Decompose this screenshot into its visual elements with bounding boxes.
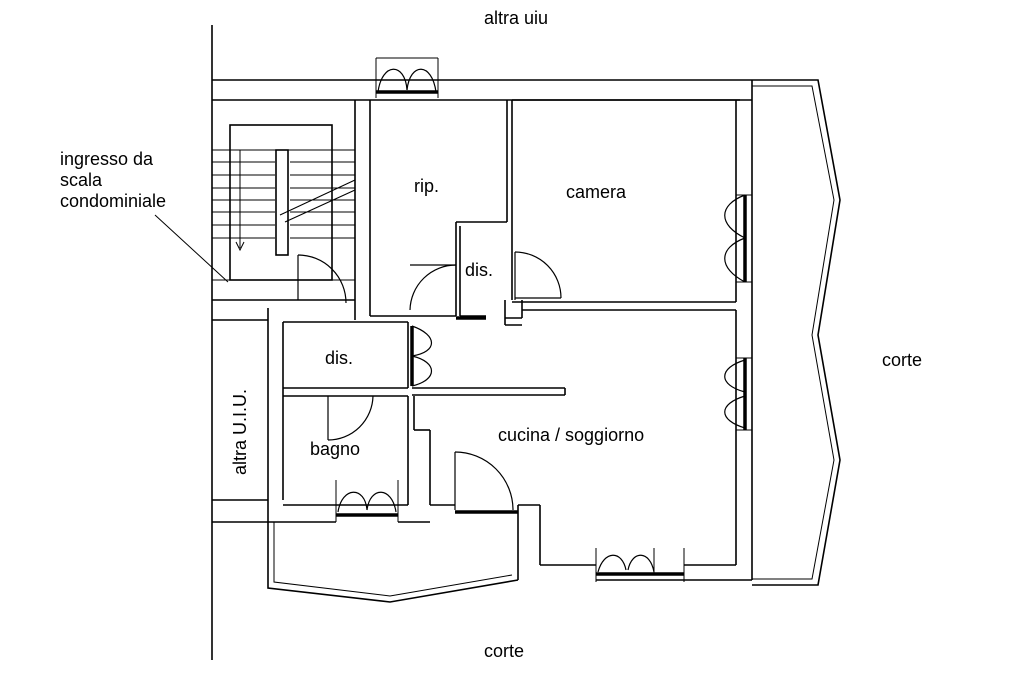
left-neighbor-label: altra U.I.U. [230,389,250,475]
bathroom-door [327,395,374,441]
entrance-label-line1: ingresso da [60,149,154,169]
lower-hall-door [410,325,432,387]
exterior-wall-top [212,79,752,101]
courtyard-bottom-label: corte [484,641,524,661]
storage-room-label: rip. [414,176,439,196]
upper-hall-walls [456,226,486,320]
entrance-door [297,254,347,304]
entrance-label-line2: scala [60,170,103,190]
bottom-balcony [267,522,519,603]
bathroom-window [335,480,399,522]
lower-hall-walls [212,308,409,522]
entrance-leader-line [154,214,229,283]
bedroom-label: camera [566,182,627,202]
kitchen-window-right [724,357,752,431]
top-neighbor-label: altra uiu [484,8,548,28]
storage-door [409,264,457,311]
kitchen-living-label: cucina / soggiorno [498,425,644,445]
corridor-wall [412,387,566,396]
kitchen-window-bottom [595,548,685,582]
right-balcony [752,79,841,586]
kitchen-walls [414,290,753,581]
kitchen-door [454,451,518,514]
storage-room-walls [369,100,513,317]
lower-hall-label: dis. [325,348,353,368]
left-lower-walls [212,499,430,523]
top-window [375,57,439,98]
bedroom-window [724,194,752,283]
stairwell [212,100,356,320]
bathroom-walls [283,396,415,506]
bedroom-walls [512,80,753,303]
courtyard-right-label: corte [882,350,922,370]
bathroom-label: bagno [310,439,360,459]
bedroom-door [514,251,562,300]
upper-hall-label: dis. [465,260,493,280]
entrance-label-line3: condominiale [60,191,166,211]
